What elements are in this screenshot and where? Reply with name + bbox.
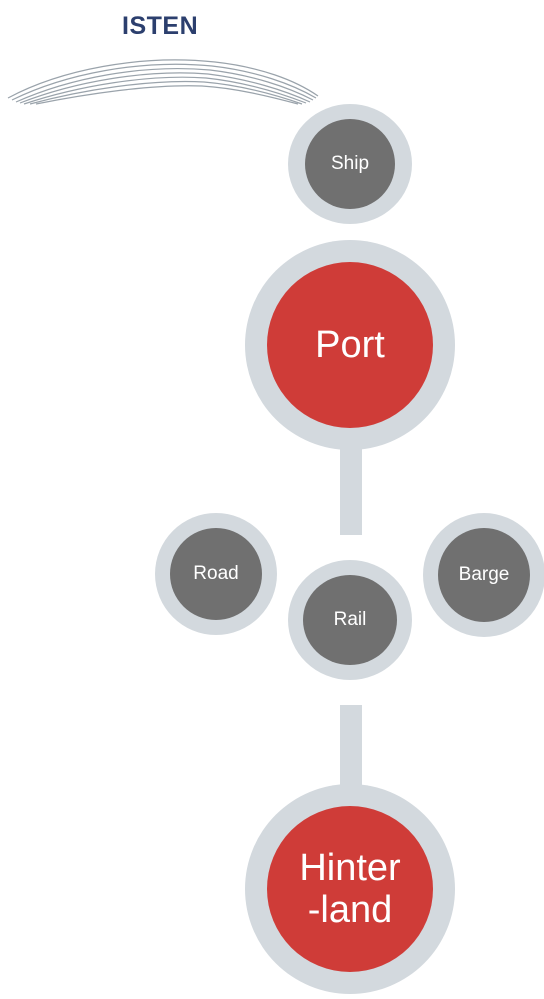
- connector-rail-hinterland: [340, 705, 362, 800]
- node-rail-label: Rail: [303, 575, 397, 665]
- logo-swoosh-icon: [7, 59, 319, 105]
- node-road-label: Road: [170, 528, 262, 620]
- node-road: Road: [155, 513, 277, 635]
- node-barge: Barge: [423, 513, 544, 637]
- node-rail: Rail: [288, 560, 412, 680]
- node-hinterland-label-line2: -land: [307, 889, 393, 931]
- node-ship-label: Ship: [305, 119, 395, 209]
- node-hinterland-label-line1: Hinter: [299, 847, 401, 889]
- node-port: Port: [245, 240, 455, 450]
- connector-port-rail: [340, 445, 362, 535]
- node-hinterland: Hinter -land: [245, 784, 455, 994]
- node-hinterland-label: Hinter -land: [267, 806, 433, 972]
- logo-text: ISTEN: [122, 12, 199, 40]
- node-port-label: Port: [267, 262, 433, 428]
- node-barge-label: Barge: [438, 528, 530, 622]
- node-ship: Ship: [288, 104, 412, 224]
- isten-logo: ISTEN: [0, 0, 330, 120]
